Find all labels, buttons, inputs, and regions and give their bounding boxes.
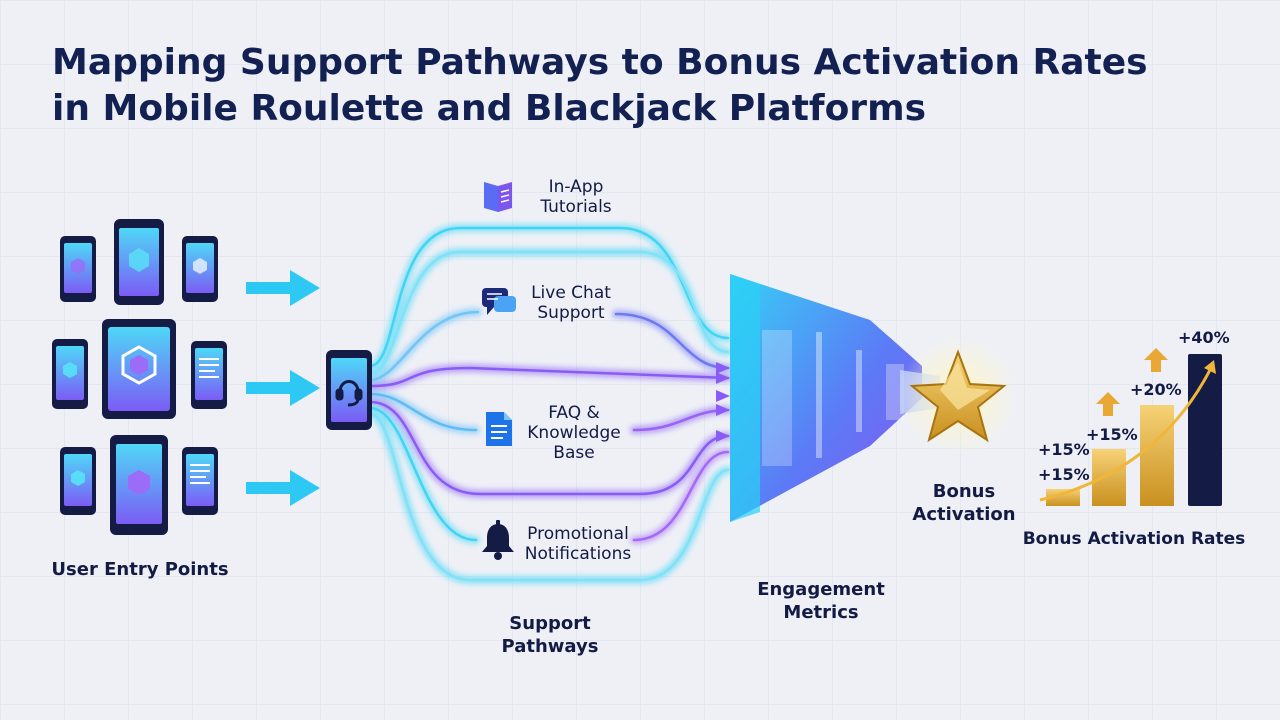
pathway-label-line: Knowledge xyxy=(527,423,621,443)
phone-device xyxy=(110,435,168,535)
engagement-line-2: Metrics xyxy=(783,602,859,623)
engagement-metrics-label: Engagement Metrics xyxy=(730,578,912,624)
rate-bar xyxy=(1092,449,1126,506)
phone-device xyxy=(60,447,96,515)
pathway-label-live-chat: Live Chat Support xyxy=(514,283,628,323)
flow-line xyxy=(368,392,478,432)
rate-label: +15% xyxy=(1038,440,1090,459)
pathway-label-faq: FAQ & Knowledge Base xyxy=(514,403,634,463)
phone-device xyxy=(52,339,88,409)
rates-label: Bonus Activation Rates xyxy=(1022,529,1246,549)
phone-device xyxy=(182,236,218,302)
star-icon xyxy=(898,336,1018,456)
document-icon xyxy=(486,412,512,446)
title-line-1: Mapping Support Pathways to Bonus Activa… xyxy=(52,42,1148,83)
flow-line xyxy=(368,310,480,382)
rate-label: +20% xyxy=(1130,380,1182,399)
phone-device xyxy=(182,447,218,515)
pathway-label-line: In-App xyxy=(548,177,604,197)
trend-arrow xyxy=(1039,365,1214,502)
pathway-label-line: Base xyxy=(553,443,595,463)
book-icon xyxy=(484,182,512,212)
pathway-label-line: FAQ & xyxy=(548,403,600,423)
pathway-label-line: Promotional xyxy=(527,524,629,544)
tablet-device xyxy=(102,319,176,419)
flow-line xyxy=(632,450,730,542)
bonus-line-1: Bonus xyxy=(932,481,996,502)
entry-arrows xyxy=(246,270,320,506)
title-line-2: in Mobile Roulette and Blackjack Platfor… xyxy=(52,88,927,129)
pathway-label-line: Notifications xyxy=(524,544,632,564)
phone-device xyxy=(114,219,164,305)
rate-bar xyxy=(1140,405,1174,506)
flow-line xyxy=(368,366,730,388)
page-title: Mapping Support Pathways to Bonus Activa… xyxy=(52,40,1232,132)
bell-icon xyxy=(482,520,514,560)
bonus-line-2: Activation xyxy=(912,504,1016,525)
bonus-activation-label: Bonus Activation xyxy=(898,480,1030,526)
central-phone xyxy=(326,350,372,430)
rate-bar xyxy=(1046,489,1080,506)
pathway-label-line: Live Chat xyxy=(531,283,611,303)
engagement-funnel xyxy=(730,274,940,522)
flow-line xyxy=(368,250,730,376)
pathway-label-line: Tutorials xyxy=(540,197,612,217)
chat-icon xyxy=(482,288,516,315)
flow-line xyxy=(614,312,730,370)
phone-device xyxy=(60,236,96,302)
flow-line xyxy=(368,412,730,582)
entry-points-label: User Entry Points xyxy=(51,559,229,580)
headset-icon xyxy=(335,380,363,407)
flow-line xyxy=(368,406,478,542)
rate-label: +15% xyxy=(1038,465,1090,484)
phone-device xyxy=(191,341,227,409)
pathway-label-notifications: Promotional Notifications xyxy=(512,524,644,564)
rate-label: +40% xyxy=(1178,328,1230,347)
support-pathways-label: Support Pathways xyxy=(470,612,630,658)
rate-label: +15% xyxy=(1086,425,1138,444)
pathway-label-tutorials: In-App Tutorials xyxy=(516,177,636,217)
pathway-label-line: Support xyxy=(537,303,605,323)
flow-line xyxy=(368,400,730,496)
arrow-right-icon xyxy=(246,370,320,406)
pathway-lines xyxy=(366,224,732,584)
rates-chart xyxy=(1039,348,1222,506)
arrow-right-icon xyxy=(246,470,320,506)
arrow-right-icon xyxy=(246,270,320,306)
support-pathways-line-2: Pathways xyxy=(501,636,599,657)
device-cluster xyxy=(52,219,227,535)
engagement-line-1: Engagement xyxy=(757,579,885,600)
support-pathways-line-1: Support xyxy=(509,613,591,634)
arrow-up-icon xyxy=(1096,348,1168,416)
